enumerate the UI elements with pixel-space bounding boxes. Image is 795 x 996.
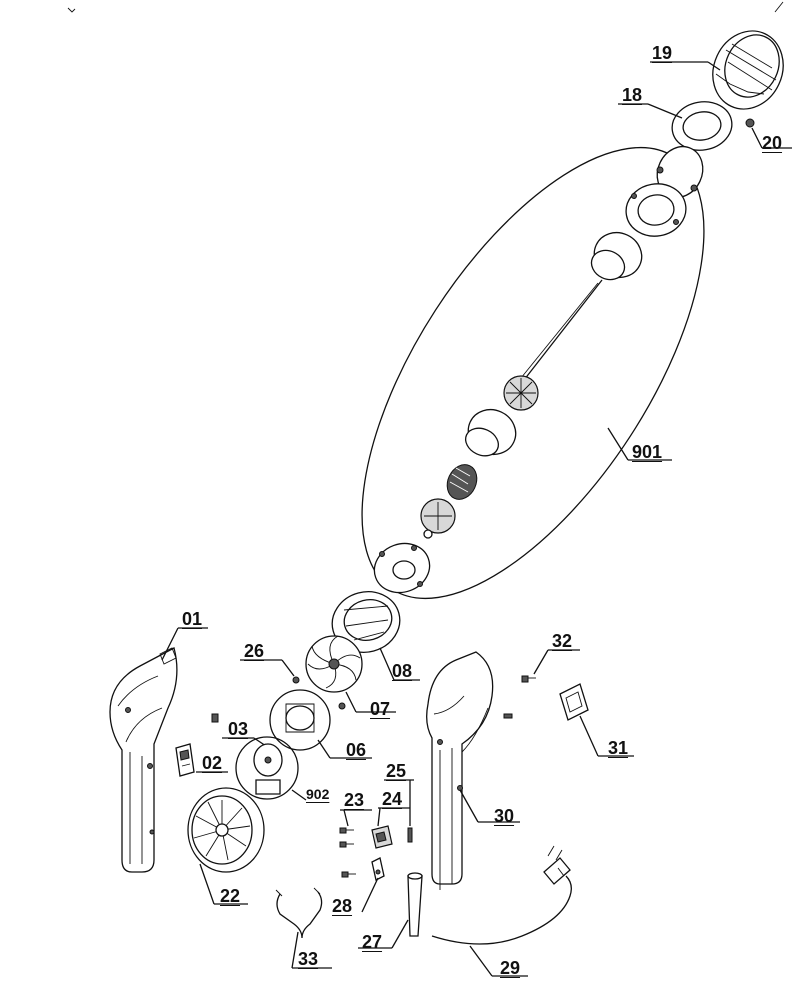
label-02: 02 <box>202 753 223 773</box>
leader-32b <box>534 650 548 674</box>
leader-24b <box>378 808 380 826</box>
part-32-screw <box>522 676 536 682</box>
group-902-outline <box>236 737 298 799</box>
leader-19b <box>708 62 720 70</box>
leader-07 <box>346 692 356 712</box>
leader-23b <box>344 810 348 826</box>
leader-29 <box>470 946 492 976</box>
label-18: 18 <box>622 85 643 105</box>
label-32: 32 <box>552 631 573 651</box>
part-20-screw <box>746 119 754 127</box>
part-26-screw <box>293 677 299 683</box>
part-29-power-cord <box>432 846 571 944</box>
part-02-switch <box>176 744 194 776</box>
part-902-motor <box>254 744 282 794</box>
part-24-terminal-block <box>372 826 392 848</box>
leader-08 <box>380 648 394 680</box>
label-19: 19 <box>652 43 673 63</box>
leader-18b <box>648 104 682 118</box>
part-07-impeller <box>306 636 362 692</box>
label-20: 20 <box>762 133 783 153</box>
leader-01b <box>162 628 178 660</box>
label-23: 23 <box>344 790 365 810</box>
label-27: 27 <box>362 932 383 952</box>
part-30-right-housing <box>427 652 493 890</box>
part-08-shroud <box>325 584 406 660</box>
part-22-rear-grille <box>188 788 264 872</box>
leader-28 <box>362 878 378 912</box>
part-28-bracket <box>372 858 384 880</box>
label-01: 01 <box>182 609 203 629</box>
leader-22 <box>200 864 214 904</box>
label-06: 06 <box>346 740 367 760</box>
label-25: 25 <box>386 761 407 781</box>
part-03-screw <box>212 714 218 722</box>
leader-901 <box>608 428 628 460</box>
part-screw-30 <box>504 714 512 718</box>
label-03: 03 <box>228 719 249 739</box>
part-31-plate <box>560 684 588 720</box>
label-08: 08 <box>392 661 413 681</box>
part-19-front-grille <box>700 2 795 121</box>
label-902: 902 <box>306 786 330 802</box>
leader-06 <box>318 740 330 758</box>
leader-902 <box>292 790 306 800</box>
leader-33 <box>292 932 298 968</box>
leader-31 <box>580 716 598 756</box>
part-18-ring <box>668 97 735 155</box>
part-33-wire-clip <box>276 888 322 938</box>
part-06-motor-plate <box>270 690 330 750</box>
label-07: 07 <box>370 699 391 719</box>
part-25-connector <box>408 828 412 842</box>
label-33: 33 <box>298 949 319 969</box>
leader-20 <box>752 128 762 148</box>
leader-27 <box>392 920 408 948</box>
part-901-motor-assembly <box>367 139 710 600</box>
label-901: 901 <box>632 442 663 462</box>
label-26: 26 <box>244 641 265 661</box>
label-24: 24 <box>382 789 403 809</box>
label-30: 30 <box>494 806 515 826</box>
corner-mark <box>68 8 75 12</box>
part-screw-small <box>339 703 345 709</box>
label-22: 22 <box>220 886 241 906</box>
part-27-sleeve <box>408 873 422 936</box>
label-31: 31 <box>608 738 629 758</box>
leader-30 <box>460 790 478 822</box>
leader-26b <box>282 660 294 676</box>
part-23-screws <box>340 828 356 877</box>
label-29: 29 <box>500 958 521 978</box>
part-01-left-housing <box>110 648 177 872</box>
label-28: 28 <box>332 896 353 916</box>
